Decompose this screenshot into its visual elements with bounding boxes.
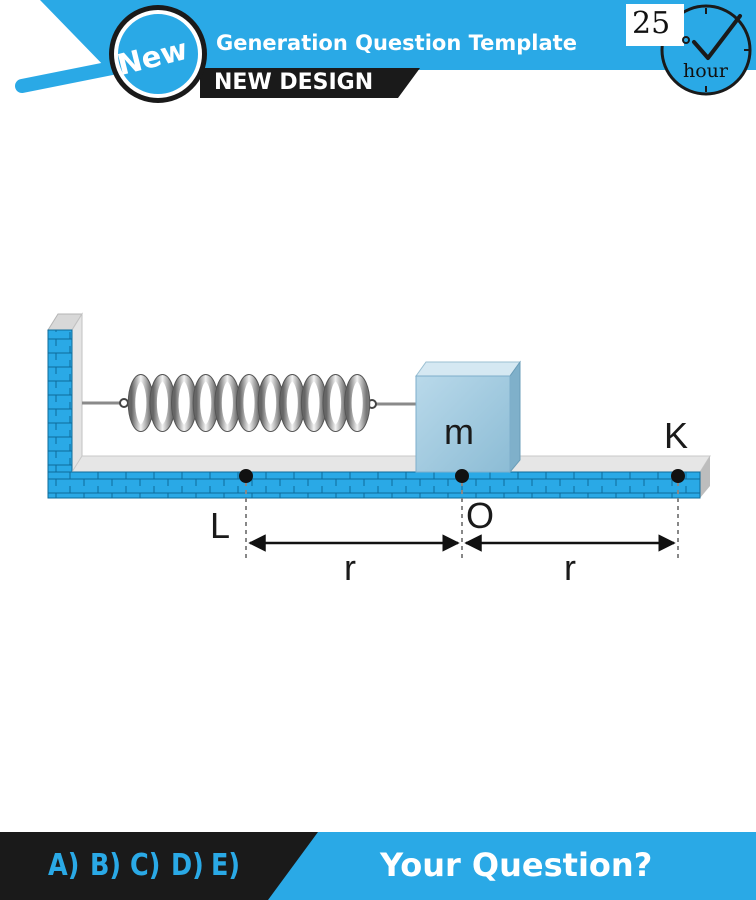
distance-right-label: r [564,547,576,588]
spring-coil [344,374,370,432]
spring-coil [128,374,154,432]
spring-coil-outline [344,374,371,432]
wall [47,312,83,474]
option-a[interactable]: A) [48,848,80,883]
footer-graphics [0,832,756,900]
header-blue-band [40,0,756,70]
option-d[interactable]: D) [171,848,204,883]
point-O-label: O [466,495,495,536]
option-b[interactable]: B) [90,848,122,883]
magnifier-handle [15,61,119,93]
diagram-graphics [47,312,711,562]
distance-left-label: r [344,547,356,588]
point-L-label: L [210,505,231,546]
spring-mass-diagram: m K L O r r [0,290,756,590]
spring-icon [127,374,371,432]
point-L-marker [239,469,253,483]
footer-banner: A) B) C) D) E) Your Question? [0,832,756,900]
header-title: Generation Question Template [216,31,577,55]
header-subtitle: NEW DESIGN [214,70,374,95]
spring-end-left [119,398,129,408]
spring-coil [193,374,219,432]
point-K-marker [671,469,685,483]
magnifier-icon [109,5,207,103]
spring-coil [149,374,176,432]
clock-check-icon [626,4,752,96]
floor [47,455,711,499]
spring-coil [214,374,240,432]
spring-coil [301,374,327,432]
spring-coil [258,374,284,432]
point-O-marker [455,469,469,483]
options-panel [0,832,318,900]
clock-number: 25 [632,6,671,41]
header-graphics [15,0,756,103]
spring-coil [279,374,305,432]
option-e[interactable]: E) [211,848,241,883]
subtitle-bar [200,68,420,98]
mass-block [415,360,521,474]
spring-coil [322,374,349,432]
mass-label: m [444,411,474,452]
spring-coil [236,374,262,432]
header-banner: New Generation Question Template NEW DES… [0,0,756,110]
spring-coil [171,374,197,432]
clock-unit: hour [683,60,728,82]
option-c[interactable]: C) [130,848,161,883]
question-text: Your Question? [380,846,653,884]
point-K-label: K [664,415,689,456]
